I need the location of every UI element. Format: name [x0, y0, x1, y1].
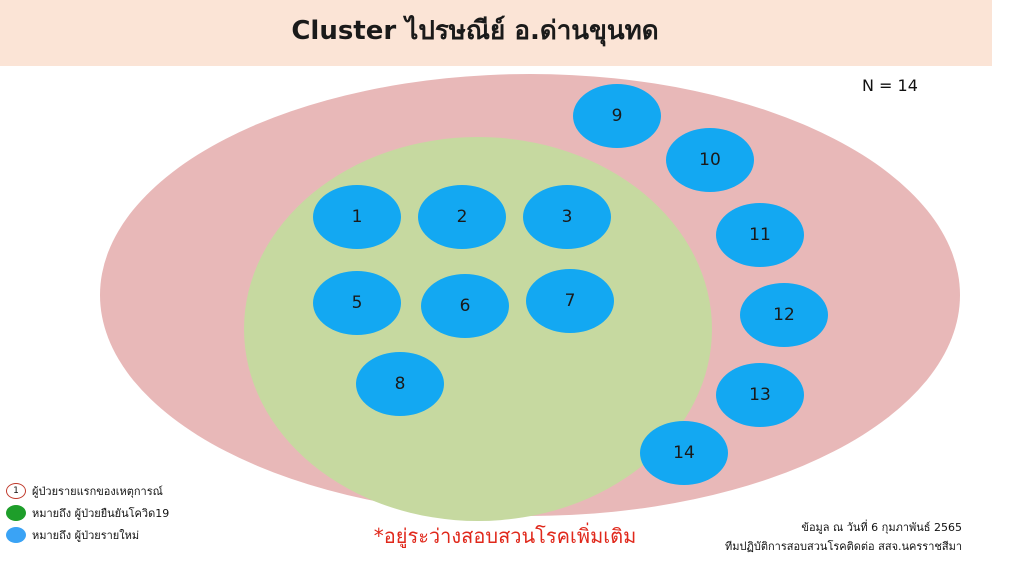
legend-label: ผู้ป่วยรายแรกของเหตุการณ์	[32, 485, 163, 498]
case-node: 2	[418, 185, 506, 249]
legend: 1 ผู้ป่วยรายแรกของเหตุการณ์ หมายถึง ผู้ป…	[6, 480, 169, 546]
case-node: 8	[356, 352, 444, 416]
source-team: ทีมปฏิบัติการสอบสวนโรคติดต่อ สสจ.นครราชส…	[724, 540, 962, 553]
case-node: 6	[421, 274, 509, 338]
case-node: 9	[573, 84, 661, 148]
case-node: 12	[740, 283, 828, 347]
data-date: ข้อมูล ณ วันที่ 6 กุมภาพันธ์ 2565	[801, 521, 962, 534]
total-count: N = 14	[862, 76, 918, 95]
title-band	[0, 0, 992, 66]
case-node: 13	[716, 363, 804, 427]
blue-circle-icon	[6, 527, 26, 543]
case-node: 5	[313, 271, 401, 335]
first-case-marker-icon: 1	[6, 483, 26, 499]
green-circle-icon	[6, 505, 26, 521]
case-node: 10	[666, 128, 754, 192]
legend-label: หมายถึง ผู้ป่วยรายใหม่	[32, 529, 140, 542]
legend-item-first-case: 1 ผู้ป่วยรายแรกของเหตุการณ์	[6, 480, 169, 502]
source-info: ข้อมูล ณ วันที่ 6 กุมภาพันธ์ 2565 ทีมปฏิ…	[725, 518, 962, 556]
legend-item-new-case: หมายถึง ผู้ป่วยรายใหม่	[6, 524, 169, 546]
case-node: 1	[313, 185, 401, 249]
case-node: 11	[716, 203, 804, 267]
case-node: 7	[526, 269, 614, 333]
legend-label: หมายถึง ผู้ป่วยยืนยันโควิด19	[32, 507, 170, 520]
page-title: Cluster ไปรษณีย์ อ.ด่านขุนทด	[291, 16, 659, 46]
case-node: 14	[640, 421, 728, 485]
case-node: 3	[523, 185, 611, 249]
legend-item-confirmed: หมายถึง ผู้ป่วยยืนยันโควิด19	[6, 502, 169, 524]
investigation-note: *อยู่ระว่างสอบสวนโรคเพิ่มเติม	[373, 524, 637, 548]
